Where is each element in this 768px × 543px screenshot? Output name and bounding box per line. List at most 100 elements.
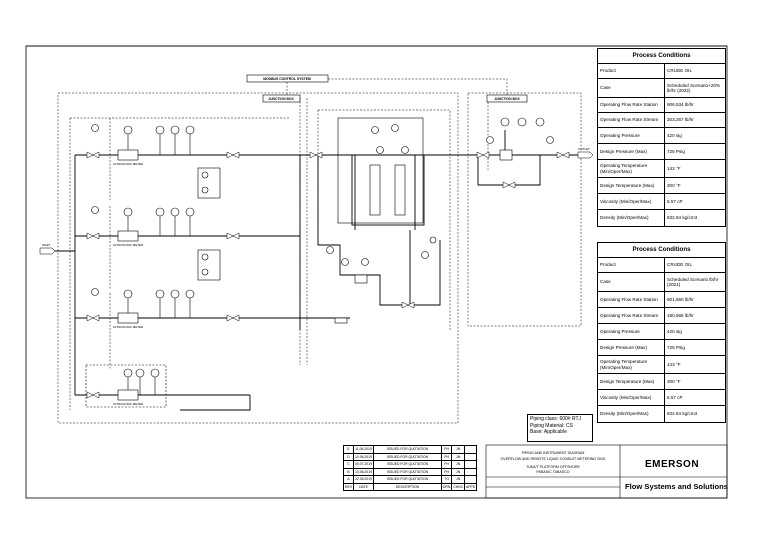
chkd-cell: JN xyxy=(451,452,465,461)
pc1-value: 303,267 lb/hr xyxy=(664,112,726,128)
desc-header: DESCRIPTION xyxy=(372,482,442,491)
rev-cell: B xyxy=(343,467,354,476)
drn-cell: TG xyxy=(440,475,453,484)
desc-cell: ISSUED FOR QUOTATION xyxy=(372,452,442,461)
inlet-label: INLET xyxy=(42,243,51,247)
meter-run-4 xyxy=(85,364,167,408)
date-cell: 11.06.2019 xyxy=(352,445,374,454)
rev-cell: E xyxy=(343,445,354,454)
meter-4-label: ULTRASONIC METER xyxy=(113,402,144,406)
drn-cell: PH xyxy=(440,460,453,469)
sampling-system xyxy=(326,117,437,324)
pc1-value: 5.57 cP xyxy=(664,193,726,210)
pc1-label: Product xyxy=(597,63,665,79)
pc2-value: 420 sig xyxy=(664,323,726,340)
pc1-label: Design Pressure (Max) xyxy=(597,143,665,160)
outlet-instruments xyxy=(486,117,554,161)
meter-run-1 xyxy=(91,124,221,199)
appd-header: APPD xyxy=(463,482,478,491)
junction-box-2 xyxy=(486,94,528,103)
chkd-header: CHKD xyxy=(451,482,465,491)
meter-1-label: ULTRASONIC METER xyxy=(113,162,144,166)
drawing-title-1: PIPING AND INSTRUMENT DIAGRAM xyxy=(521,451,585,455)
process-conditions-title-1: Process Conditions xyxy=(597,48,726,64)
desc-cell: ISSUED FOR QUOTATION xyxy=(372,460,442,469)
brand-subtitle: Flow Systems and Solutions xyxy=(625,482,728,491)
valves xyxy=(86,151,570,399)
pc1-value: 725 Psig xyxy=(664,143,726,160)
date-header: DATE xyxy=(352,482,374,491)
piping-notes: Piping class: 600# RTJ Piping Material: … xyxy=(527,414,593,442)
appd-cell xyxy=(463,445,478,454)
inlet-arrow-icon xyxy=(39,247,56,255)
control-system-label: MODBUS CONTROL SYSTEM xyxy=(263,77,311,81)
drn-cell: PH xyxy=(440,445,453,454)
pc1-value: 832.84 kg/cm3 xyxy=(664,209,726,227)
pc1-label: Design Temperature (Max) xyxy=(597,177,665,194)
rev-cell: D xyxy=(343,452,354,461)
pc1-value: 143 °F xyxy=(664,159,726,178)
meter-run-2 xyxy=(91,206,221,281)
desc-cell: ISSUED FOR QUOTATION xyxy=(372,475,442,484)
chkd-cell: JN xyxy=(451,445,465,454)
pc1-label: Operating Flow Rate Stream xyxy=(597,112,665,128)
pc2-label: Operating Temperature (Min/Oper/Max) xyxy=(597,355,665,374)
appd-cell xyxy=(463,460,478,469)
date-cell: 10.06.2019 xyxy=(352,452,374,461)
pc2-label: Operating Flow Rate Station xyxy=(597,291,665,308)
pc1-label: Operating Flow Rate Station xyxy=(597,97,665,113)
pc2-label: Operating Pressure xyxy=(597,323,665,340)
pc1-value: CRUDE OIL xyxy=(664,63,726,79)
piping-class-note: Piping class: 600# RTJ xyxy=(530,416,582,422)
outlet-arrow-icon xyxy=(577,151,594,159)
pc2-label: Design Temperature (Max) xyxy=(597,373,665,390)
pc2-label: Case xyxy=(597,272,665,292)
pc1-value: 420 sig xyxy=(664,127,726,144)
pc2-value: Scheduled Scenario lb/hr (2021) xyxy=(664,272,726,292)
appd-cell xyxy=(463,452,478,461)
piping-material-note: Piping Material: CS xyxy=(530,422,573,429)
pc1-label: Density (Min/Oper/Max) xyxy=(597,209,665,227)
junction-box-1-label: JUNCTION BOX xyxy=(268,97,294,101)
pc1-label: Operating Pressure xyxy=(597,127,665,144)
desc-cell: ISSUED FOR QUOTATION xyxy=(372,467,442,476)
rev-header: REV xyxy=(343,482,354,491)
pc1-label: Operating Temperature (Min/Oper/Max) xyxy=(597,159,665,178)
pc2-value: 143 °F xyxy=(664,355,726,374)
chkd-cell: JN xyxy=(451,467,465,476)
pc2-label: Viscosity (Min/Oper/Max) xyxy=(597,389,665,406)
date-cell: 05.07.2019 xyxy=(352,460,374,469)
pc2-label: Density (Min/Oper/Max) xyxy=(597,405,665,423)
junction-box-2-label: JUNCTION BOX xyxy=(494,97,520,101)
pc2-label: Product xyxy=(597,257,665,273)
rev-cell: A xyxy=(343,475,354,484)
drawing-title-4: PABASIC TABASCO xyxy=(536,470,570,474)
base-note: Base: Applicable xyxy=(530,429,567,436)
drawing-title-2: OVERFLOW AND REMOTE LIQUID CONDUIT METER… xyxy=(500,457,606,461)
pc2-value: 180,565 lb/hr xyxy=(664,307,726,324)
pc2-label: Operating Flow Rate Stream xyxy=(597,307,665,324)
meter-run-3 xyxy=(91,288,195,324)
appd-cell xyxy=(463,475,478,484)
pc1-label: Viscosity (Min/Oper/Max) xyxy=(597,193,665,210)
pc2-value: 5.57 cP xyxy=(664,389,726,406)
meter-2-label: ULTRASONIC METER xyxy=(113,243,144,247)
pc1-value: 300 °F xyxy=(664,177,726,194)
process-conditions-title-2: Process Conditions xyxy=(597,242,726,258)
date-cell: 10.06.2019 xyxy=(352,467,374,476)
desc-cell: ISSUED FOR QUOTATION xyxy=(372,445,442,454)
drawing-title-3: TUMUT PLATFORM OFFSHORE xyxy=(526,465,580,469)
drn-cell: PH xyxy=(440,467,453,476)
pc1-value: Scheduled Scenario+20% lb/hr (2022) xyxy=(664,78,726,98)
appd-cell xyxy=(463,467,478,476)
pc1-value: 906,534 lb/hr xyxy=(664,97,726,113)
process-piping xyxy=(40,130,590,411)
